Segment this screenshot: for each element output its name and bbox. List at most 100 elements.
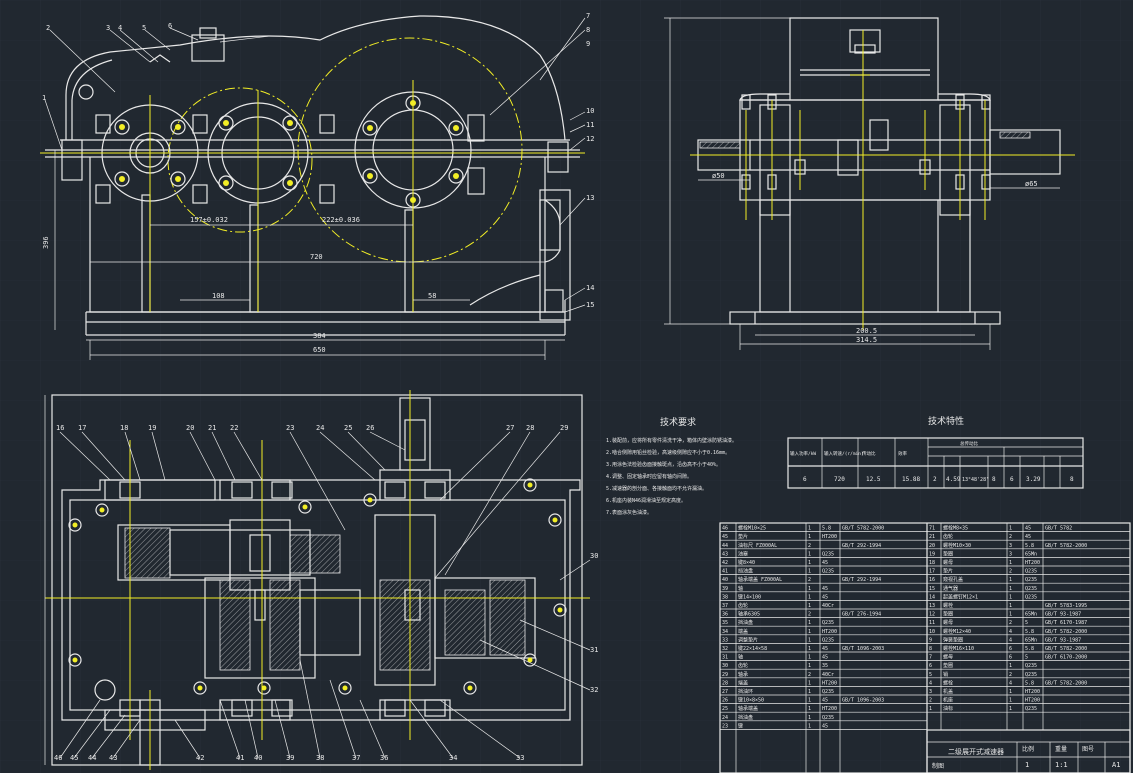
bom-cell: 1 [1009,603,1012,609]
part-label: 24 [316,424,324,432]
bom-cell: 垫圈 [943,611,953,618]
bom-cell: Q235 [822,551,834,557]
bom-cell: GB/T 276-1994 [842,612,881,618]
bom-cell: 螺栓M10×30 [943,542,971,549]
bom-cell: 1 [808,629,811,635]
bom-cell: 5.8 [1025,646,1034,652]
bom-cell: 机座 [943,697,953,704]
bom-cell: 13 [929,603,935,609]
bom-cell: 45 [722,534,728,540]
bom-cell: 5 [1025,620,1028,626]
bom-cell: 41 [722,569,728,575]
bom-cell: GB/T 5783-1995 [1045,603,1087,609]
bom-cell: 挡油盘 [738,619,753,626]
bom-cell: 1 [808,620,811,626]
bom-cell: 油标 [943,705,953,712]
dimension-side-total: 314.5 [856,336,877,344]
bom-cell: Q235 [1025,706,1037,712]
bom-cell: 20 [929,543,935,549]
bom-cell: GB/T 1096-2003 [842,698,884,704]
bom-cell: HT200 [822,706,837,712]
bom-cell: 14 [929,594,935,600]
plan-view-labels: 16 17 18 19 20 21 22 23 24 25 26 27 28 2… [54,424,598,762]
table-header: 传动比 [862,450,876,457]
front-view-labels: 2 3 4 5 6 1 7 8 9 10 11 12 13 14 15 157±… [42,12,594,354]
bom-cell: 垫片 [738,533,748,540]
tech-requirement-line: 5.减速器的剖分面、各接触面均不允许漏油。 [606,485,707,492]
gear-pitch-circle-1 [167,87,313,233]
part-label: 29 [560,424,568,432]
bom-cell: Q235 [1025,672,1037,678]
bom-cell: GB/T 5782-2000 [1045,680,1087,686]
part-label: 46 [54,754,62,762]
part-label: 42 [196,754,204,762]
bom-cell: 2 [929,698,932,704]
bom-cell: 45 [822,723,828,729]
bom-cell: GB/T 5782-2000 [842,526,884,532]
bom-cell: 螺栓M8×35 [943,525,968,532]
bom-cell: 23 [722,723,728,729]
bom-cell: 1 [1009,706,1012,712]
plan-view [44,390,591,770]
bom-cell: HT200 [1025,560,1040,566]
bom-cell: 1 [808,689,811,695]
bom-cell: 轴 [738,654,743,661]
bom-cell: GB/T 5782-2000 [1045,543,1087,549]
bom-cell: 轴承6305 [738,611,760,618]
bom-cell: 5.8 [1025,629,1034,635]
bom-cell: 33 [722,637,728,643]
bom-cell: 挡油盘 [738,714,753,721]
bom-cell: 螺母 [943,619,953,626]
bom-cell: 垫片 [943,568,953,575]
bom-cell: 45 [1025,534,1031,540]
part-label: 41 [236,754,244,762]
part-label: 25 [344,424,352,432]
side-view: ø50 ø65 200.5 314.5 [664,17,1075,350]
part-label: 33 [516,754,524,762]
bom-cell: 5 [929,672,932,678]
table-cell: 2 [933,476,937,483]
bom-cell: 3 [1009,543,1012,549]
part-label: 31 [590,646,598,654]
bom-cell: 7 [929,655,932,661]
bom-cell: 29 [722,672,728,678]
bom-cell: Q235 [822,569,834,575]
bom-cell: 垫圈 [943,550,953,557]
bom-cell: 键10×8×50 [738,697,764,704]
bom-cell: 45 [822,646,828,652]
table-header: 总传动比 [960,440,978,447]
tech-characteristics-table: 技术特性 输入功率/kW 输入转速/(r/min) 传动比 效率 总传动比 6 … [787,415,1084,489]
bom-cell: 机盖 [943,688,953,695]
bom-cell: 齿轮 [943,533,953,540]
bom-cell: GB/T 292-1994 [842,577,881,583]
bom-cell: 38 [722,594,728,600]
bom-cell: 轴承端盖 FZ000AL [738,576,782,583]
bom-cell: 6 [1009,655,1012,661]
bom-cell: 螺母 [943,654,953,661]
bom-cell: 轴承 [738,671,748,678]
bom-cell: 10 [929,629,935,635]
part-label: 27 [506,424,514,432]
bom-cell: 24 [722,715,728,721]
bom-cell: HT200 [1025,689,1040,695]
bom-cell: 2 [808,612,811,618]
bom-cell: 1 [808,706,811,712]
part-label: 21 [208,424,216,432]
title-block-count: 1 [1025,761,1029,769]
title-block-name: 二级展开式减速器 [948,747,1004,756]
bom-cell: 3 [1009,551,1012,557]
bom-cell: 35 [722,620,728,626]
bom-cell: 5.8 [1025,543,1034,549]
bom-cell: 调整垫片 [738,636,758,643]
bom-cell: 8 [929,646,932,652]
bom-cell: 2 [808,672,811,678]
tech-requirements-title: 技术要求 [660,416,696,428]
part-label: 14 [586,284,594,292]
bom-cell: 34 [722,629,728,635]
bom-cell: GB/T 1096-2003 [842,646,884,652]
bom-cell: 9 [929,637,932,643]
bom-cell: 45 [822,698,828,704]
bom-cell: 4 [1009,629,1012,635]
bom-cell: 键22×14×58 [738,645,767,652]
